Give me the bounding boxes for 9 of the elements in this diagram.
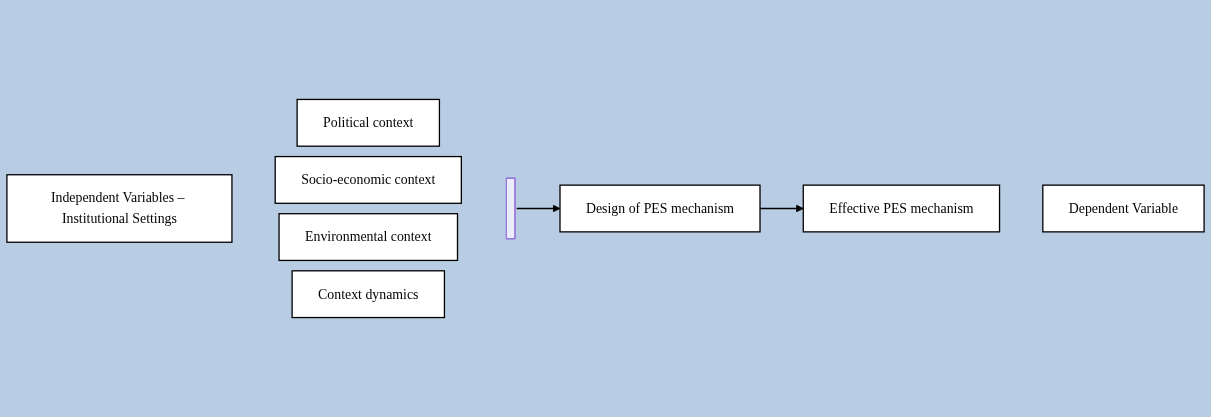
node-box: Effective PES mechanism — [802, 184, 1001, 233]
node-box: Environmental context — [278, 213, 459, 262]
node-box: Independent Variables – Institutional Settings — [6, 174, 233, 243]
node-box: Political context — [296, 98, 441, 147]
arrow — [516, 204, 561, 213]
node-box: Dependent Variable — [1042, 184, 1205, 233]
node-box: Socio-economic context — [274, 155, 462, 204]
node-box: Context dynamics — [291, 270, 446, 319]
node-box: Design of PES mechanism — [559, 184, 761, 233]
